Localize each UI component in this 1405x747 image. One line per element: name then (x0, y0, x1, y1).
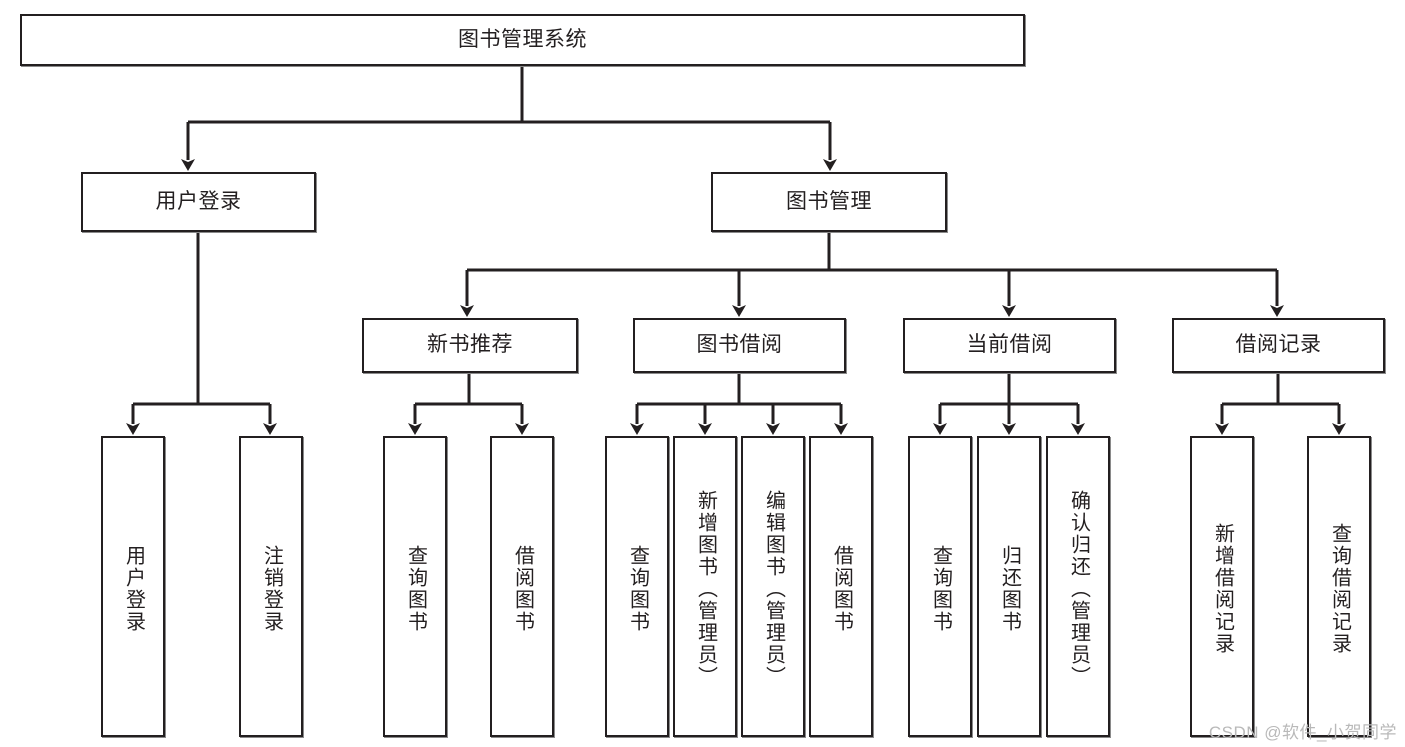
node-current-borrow[interactable]: 当前借阅 (903, 318, 1116, 373)
node-new-book-recommend[interactable]: 新书推荐 (362, 318, 578, 373)
node-label: 借阅图书 (830, 544, 853, 633)
node-book-borrow[interactable]: 图书借阅 (633, 318, 846, 373)
node-label: 新书推荐 (427, 333, 513, 357)
node-label: 编辑图书（管理员） (762, 489, 785, 688)
node-label: 新增图书（管理员） (694, 489, 717, 688)
node-book-management[interactable]: 图书管理 (711, 172, 947, 232)
node-borrow-record[interactable]: 借阅记录 (1172, 318, 1385, 373)
node-label: 注销登录 (260, 544, 283, 633)
leaf-current-confirm-return[interactable]: 确认归还（管理员） (1046, 436, 1110, 737)
node-label: 新增借阅记录 (1211, 522, 1234, 655)
node-root-system[interactable]: 图书管理系统 (20, 14, 1025, 66)
node-label: 查询图书 (929, 544, 952, 633)
leaf-record-query-record[interactable]: 查询借阅记录 (1307, 436, 1371, 737)
leaf-record-add-record[interactable]: 新增借阅记录 (1190, 436, 1254, 737)
leaf-borrow-add-book[interactable]: 新增图书（管理员） (673, 436, 737, 737)
leaf-borrow-query-book[interactable]: 查询图书 (605, 436, 669, 737)
node-label: 当前借阅 (966, 333, 1053, 357)
node-label: 借阅图书 (511, 544, 534, 633)
node-label: 查询图书 (404, 544, 427, 633)
leaf-user-login-login[interactable]: 用户登录 (101, 436, 165, 737)
node-label: 图书借阅 (696, 333, 783, 357)
node-label: 用户登录 (122, 544, 145, 633)
leaf-current-return-book[interactable]: 归还图书 (977, 436, 1041, 737)
node-label: 图书管理系统 (458, 27, 587, 51)
leaf-borrow-borrow-book[interactable]: 借阅图书 (809, 436, 873, 737)
node-label: 查询借阅记录 (1328, 522, 1351, 655)
node-label: 图书管理 (786, 189, 872, 213)
node-label: 查询图书 (626, 544, 649, 633)
node-label: 归还图书 (998, 544, 1021, 633)
watermark-text: CSDN @软件_小贺同学 (1208, 723, 1397, 742)
node-label: 用户登录 (155, 189, 242, 213)
node-user-login[interactable]: 用户登录 (81, 172, 316, 232)
node-label: 借阅记录 (1235, 333, 1322, 357)
leaf-user-login-logout[interactable]: 注销登录 (239, 436, 303, 737)
leaf-current-query-book[interactable]: 查询图书 (908, 436, 972, 737)
leaf-newbook-borrow-book[interactable]: 借阅图书 (490, 436, 554, 737)
leaf-newbook-query-book[interactable]: 查询图书 (383, 436, 447, 737)
node-label: 确认归还（管理员） (1067, 489, 1090, 688)
leaf-borrow-edit-book[interactable]: 编辑图书（管理员） (741, 436, 805, 737)
